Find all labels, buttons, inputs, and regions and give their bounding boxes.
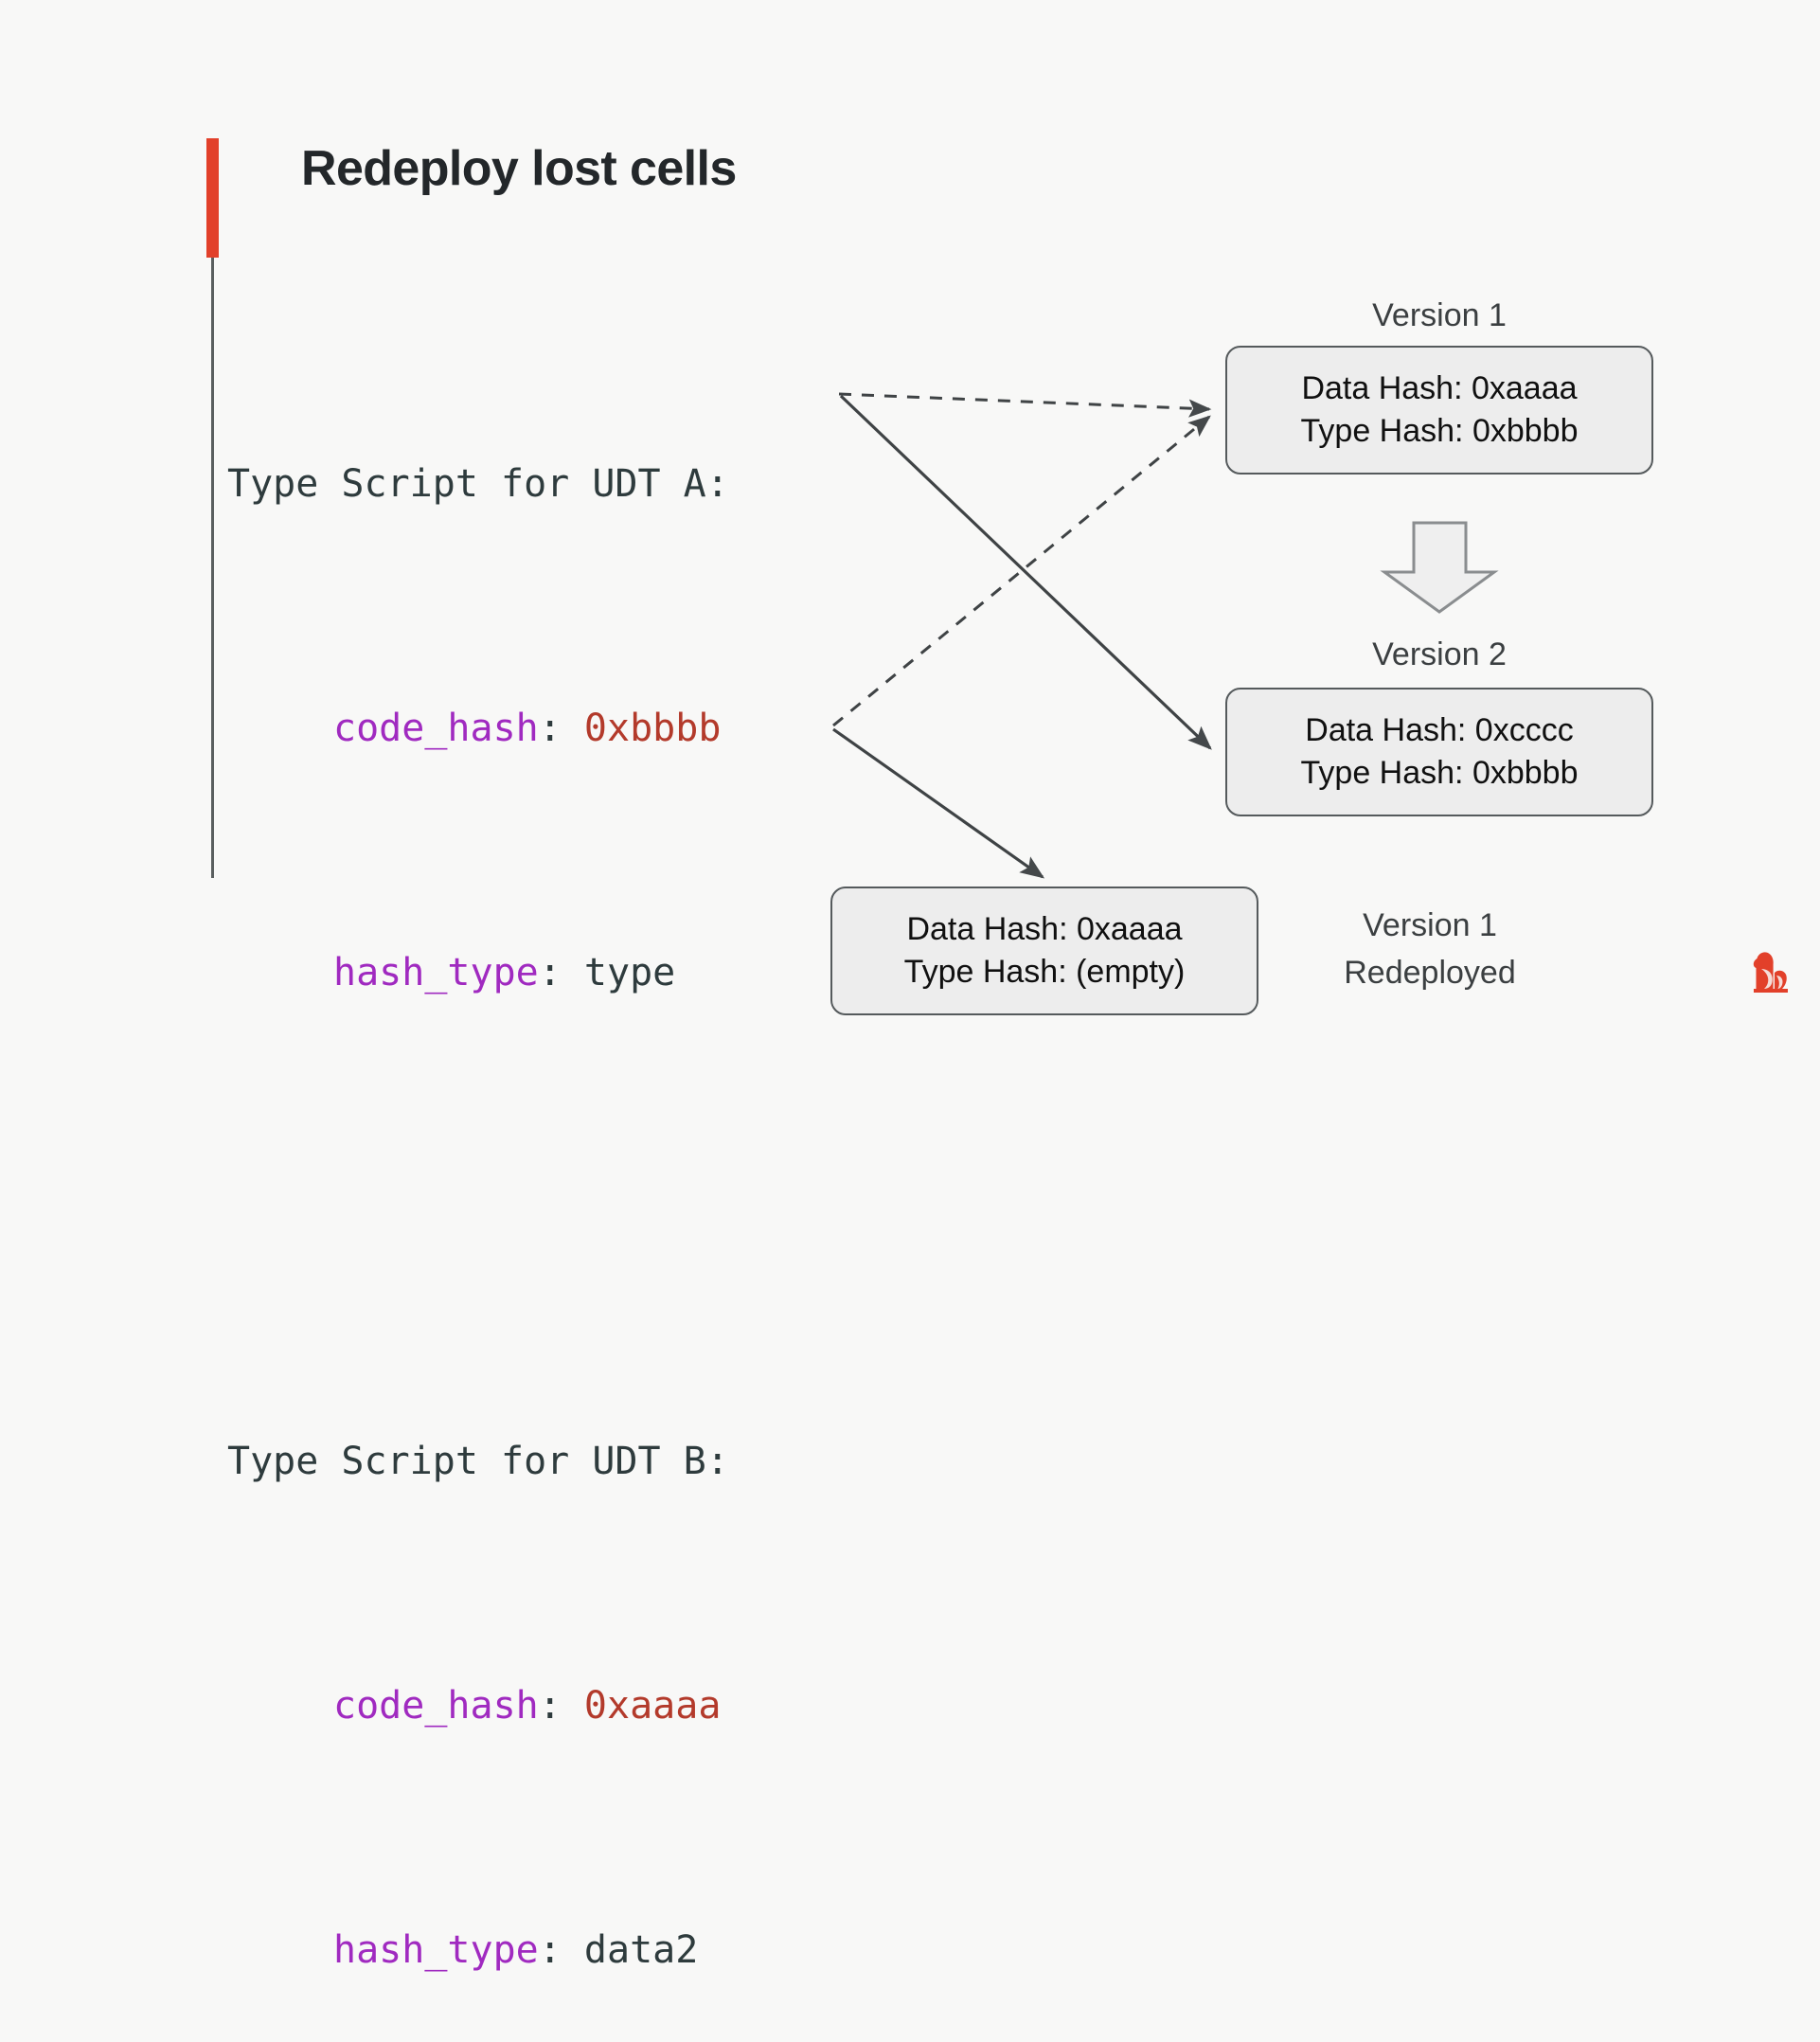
code-blank-line xyxy=(227,1176,729,1258)
udt-a-code-hash-value: 0xbbbb xyxy=(583,707,722,750)
udt-a-code-hash-line: code_hash: 0xbbbb xyxy=(227,688,729,769)
wire-udt-a-to-version1 xyxy=(838,392,1212,418)
redeployed-type-hash: Type Hash: (empty) xyxy=(903,954,1186,990)
version1-data-hash: Data Hash: 0xaaaa xyxy=(1301,370,1578,406)
colon-separator: : xyxy=(538,1684,584,1728)
redeployed-data-hash: Data Hash: 0xaaaa xyxy=(906,911,1183,947)
udt-a-hash-type-key: hash_type xyxy=(333,951,539,994)
udt-a-hash-type-value: type xyxy=(583,951,676,994)
colon-separator: : xyxy=(538,951,584,994)
udt-b-header: Type Script for UDT B: xyxy=(227,1440,729,1483)
udt-a-hash-type-line: hash_type: type xyxy=(227,932,729,1013)
version2-caption: Version 2 xyxy=(1372,636,1507,672)
version1-caption: Version 1 xyxy=(1372,297,1507,333)
colon-separator: : xyxy=(538,1928,584,1972)
udt-a-code-hash-key: code_hash xyxy=(333,707,539,750)
version2-data-hash: Data Hash: 0xcccc xyxy=(1305,712,1574,748)
type-script-code-block: Type Script for UDT A: code_hash: 0xbbbb… xyxy=(227,280,729,2042)
wire-udt-b-to-version1 xyxy=(832,415,1211,727)
udt-b-code-hash-key: code_hash xyxy=(333,1684,539,1728)
content-rail xyxy=(211,258,214,878)
wire-udt-b-to-redeployed xyxy=(832,727,1045,879)
accent-bar xyxy=(206,138,219,258)
wire-udt-a-to-version2 xyxy=(839,394,1212,750)
udt-a-header: Type Script for UDT A: xyxy=(227,462,729,506)
down-block-arrow-icon xyxy=(1380,521,1499,614)
version1-type-hash: Type Hash: 0xbbbb xyxy=(1300,413,1579,449)
page-title: Redeploy lost cells xyxy=(301,141,737,196)
udt-b-hash-type-key: hash_type xyxy=(333,1928,539,1972)
cell-box-version1: Data Hash: 0xaaaa Type Hash: 0xbbbb xyxy=(1225,346,1653,475)
slide-canvas: Redeploy lost cells Type Script for UDT … xyxy=(206,138,1788,1972)
nervos-gorilla-logo-icon xyxy=(1753,952,1788,993)
colon-separator: : xyxy=(538,707,584,750)
version2-type-hash: Type Hash: 0xbbbb xyxy=(1300,755,1579,791)
udt-b-hash-type-value: data2 xyxy=(583,1928,699,1972)
cell-box-redeployed: Data Hash: 0xaaaa Type Hash: (empty) xyxy=(830,887,1258,1015)
redeployed-caption: Version 1 Redeployed xyxy=(1344,907,1516,991)
udt-b-code-hash-value: 0xaaaa xyxy=(583,1684,722,1728)
udt-b-code-hash-line: code_hash: 0xaaaa xyxy=(227,1665,729,1746)
udt-b-hash-type-line: hash_type: data2 xyxy=(227,1909,729,1991)
cell-box-version2: Data Hash: 0xcccc Type Hash: 0xbbbb xyxy=(1225,688,1653,816)
